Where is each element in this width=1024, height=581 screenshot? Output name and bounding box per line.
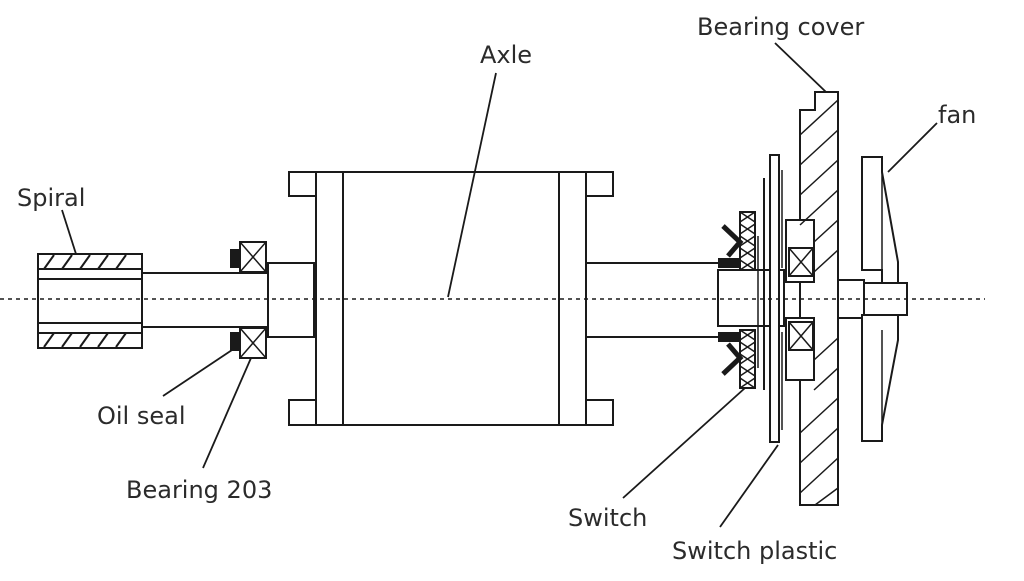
shaft-collar (267, 262, 319, 338)
spiral-thread-marks (43, 254, 127, 348)
leader-lines (61, 42, 938, 528)
fan (861, 156, 899, 442)
switch-crosshatch (739, 211, 756, 389)
bearing-cover-hatch (799, 99, 839, 506)
oil-seal-bottom (230, 332, 239, 351)
switch-assembly (718, 211, 756, 389)
bearing-203 (239, 241, 267, 359)
label-axle: Axle (480, 41, 532, 69)
spiral-sleeve (37, 253, 143, 349)
oil-seal-top (230, 249, 239, 268)
label-switch: Switch (568, 504, 647, 532)
right-shaft (586, 262, 908, 338)
label-fan: fan (938, 101, 976, 129)
label-oil-seal: Oil seal (97, 402, 186, 430)
label-spiral: Spiral (17, 184, 85, 212)
label-bearing-cover: Bearing cover (697, 13, 864, 41)
bearing-cover-inner-bearing (788, 247, 814, 351)
label-switch-plastic: Switch plastic (672, 537, 837, 565)
switch-spring-contacts (718, 224, 744, 376)
label-bearing-203: Bearing 203 (126, 476, 272, 504)
left-shaft (142, 272, 268, 328)
